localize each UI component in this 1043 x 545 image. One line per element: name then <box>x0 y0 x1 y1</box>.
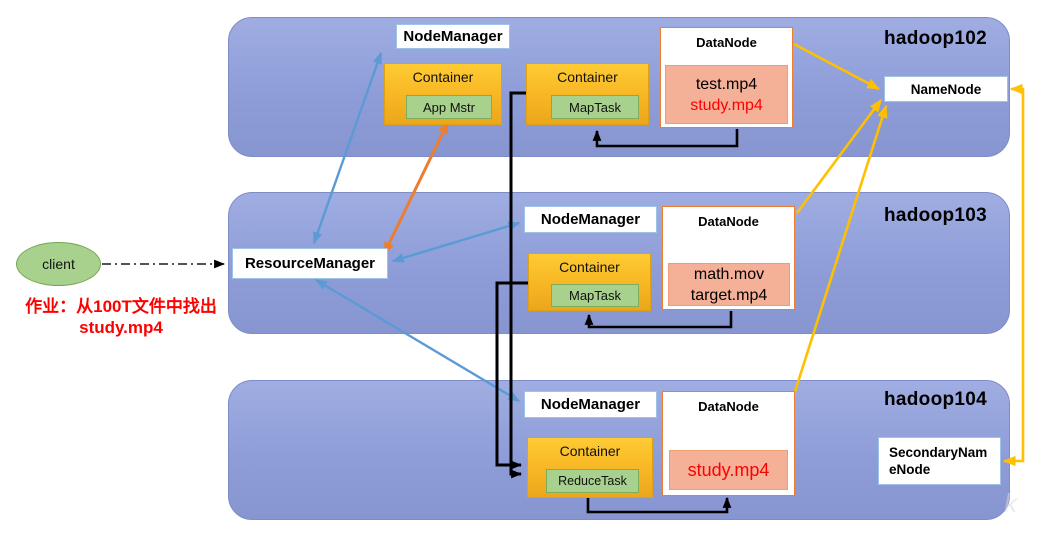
nodemanager-hadoop102: NodeManager <box>396 24 510 49</box>
datanode-hadoop102-title: DataNode <box>696 35 757 50</box>
resourcemanager: ResourceManager <box>232 248 388 279</box>
datanode-hadoop102-files: test.mp4 study.mp4 <box>665 65 788 124</box>
datanode-hadoop104-title: DataNode <box>698 399 759 414</box>
host-label-hadoop102: hadoop102 <box>884 28 987 49</box>
file-test-mp4: test.mp4 <box>695 75 758 93</box>
file-target-mp4: target.mp4 <box>690 286 768 304</box>
nodemanager-hadoop103-label: NodeManager <box>540 211 641 228</box>
nodemanager-hadoop104-label: NodeManager <box>540 396 641 413</box>
maptask-hadoop102-label: MapTask <box>568 99 622 115</box>
client-node: client <box>16 242 101 286</box>
appmaster-task: App Mstr <box>406 95 492 119</box>
container-appmaster: Container App Mstr <box>384 63 502 125</box>
job-annotation: 作业：从100T文件中找出 study.mp4 <box>6 296 236 338</box>
secondarynamenode: SecondaryNameNode <box>878 437 1001 485</box>
container-appmaster-title: Container <box>412 69 474 85</box>
datanode-hadoop103-files: math.mov target.mp4 <box>668 263 790 306</box>
file-study-mp4-replica2: study.mp4 <box>687 459 770 480</box>
datanode-hadoop103: DataNode math.mov target.mp4 <box>662 206 795 310</box>
container-maptask-hadoop102: Container MapTask <box>526 63 649 125</box>
container-maptask-hadoop103: Container MapTask <box>528 253 651 311</box>
namenode-label: NameNode <box>910 81 982 97</box>
job-annotation-line1: 作业：从100T文件中找出 <box>25 297 217 316</box>
namenode: NameNode <box>884 76 1008 102</box>
host-label-hadoop103: hadoop103 <box>884 205 987 226</box>
datanode-hadoop104-files: study.mp4 <box>669 450 788 490</box>
nodemanager-hadoop102-label: NodeManager <box>403 28 503 45</box>
job-annotation-line2: study.mp4 <box>79 318 163 337</box>
appmaster-task-label: App Mstr <box>422 99 475 115</box>
datanode-hadoop103-title: DataNode <box>698 214 759 229</box>
reducetask-label: ReduceTask <box>558 474 627 488</box>
watermark: k <box>1004 488 1017 518</box>
datanode-hadoop104: DataNode study.mp4 <box>662 391 795 496</box>
nodemanager-hadoop103: NodeManager <box>524 206 657 233</box>
file-study-mp4-replica1: study.mp4 <box>690 96 763 114</box>
client-label: client <box>42 256 75 272</box>
resourcemanager-label: ResourceManager <box>244 255 376 272</box>
secondarynamenode-label: SecondaryNameNode <box>889 445 988 477</box>
maptask-hadoop103-label: MapTask <box>568 288 622 303</box>
file-math-mov: math.mov <box>693 265 765 283</box>
maptask-hadoop102: MapTask <box>551 95 639 119</box>
container-maptask103-title: Container <box>559 259 620 275</box>
container-reducetask-title: Container <box>559 443 621 459</box>
datanode-hadoop102: DataNode test.mp4 study.mp4 <box>660 27 793 128</box>
container-reducetask: Container ReduceTask <box>527 437 653 498</box>
nodemanager-hadoop104: NodeManager <box>524 391 657 418</box>
container-maptask102-title: Container <box>557 69 618 85</box>
reducetask: ReduceTask <box>546 469 639 493</box>
maptask-hadoop103: MapTask <box>551 284 639 307</box>
host-label-hadoop104: hadoop104 <box>884 389 987 410</box>
